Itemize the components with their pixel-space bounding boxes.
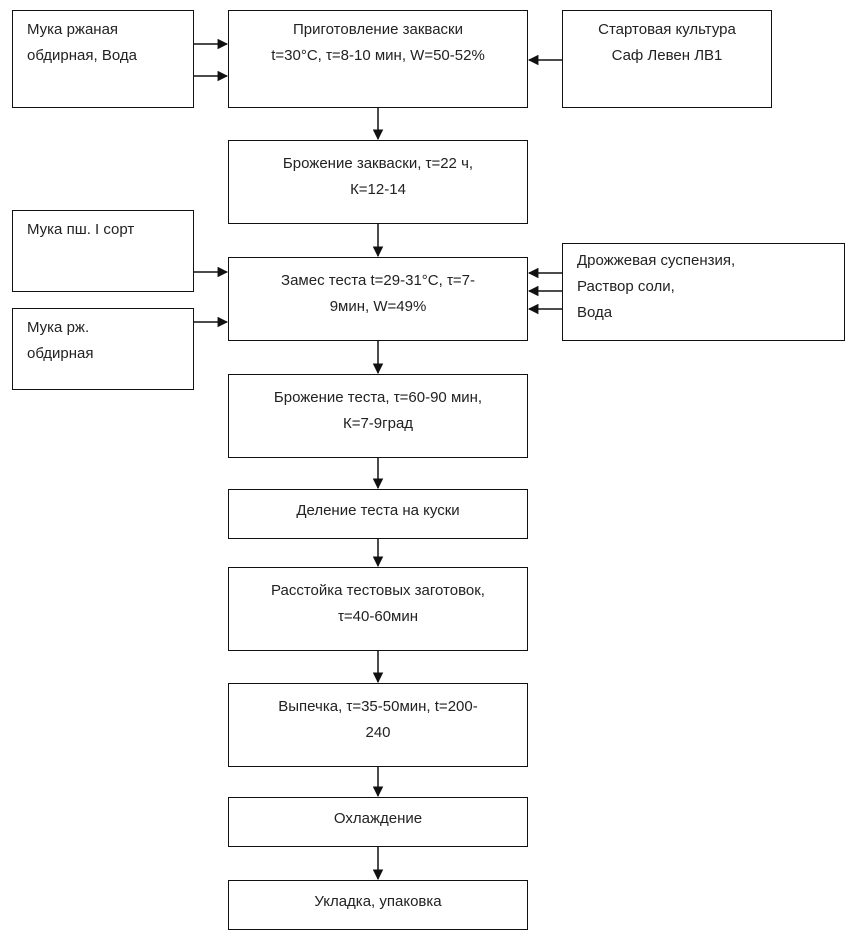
step-dividing-line-1: Деление теста на куски — [296, 502, 460, 519]
input-rye-flour-water-box: Мука ржаная обдирная, Вода — [12, 10, 194, 108]
input-yeast-salt-line-1: Дрожжевая суспензия, — [577, 252, 736, 269]
step-baking-line-2: 240 — [365, 724, 391, 741]
step-dough-ferment-line-1: Брожение теста, τ=60-90 мин, — [273, 389, 483, 406]
step-cooling-line-1: Охлаждение — [333, 810, 423, 827]
input-wheat-flour-line-1: Мука пш. I сорт — [27, 221, 135, 238]
input-starter-culture-box: Стартовая культура Саф Левен ЛВ1 — [562, 10, 772, 108]
step-starter-ferment-line-1: Брожение закваски, τ=22 ч, — [282, 155, 474, 172]
step-dividing-box: Деление теста на куски — [228, 489, 528, 539]
step-starter-prep-box: Приготовление закваски t=30°C, τ=8-10 ми… — [228, 10, 528, 108]
step-packing-line-1: Укладка, упаковка — [314, 893, 442, 910]
step-dough-ferment-line-2: К=7-9град — [342, 415, 414, 432]
step-starter-ferment-box: Брожение закваски, τ=22 ч, К=12-14 — [228, 140, 528, 224]
input-rye-flour-water-line-1: Мука ржаная — [27, 21, 119, 38]
step-cooling-box: Охлаждение — [228, 797, 528, 847]
step-baking-line-1: Выпечка, τ=35-50мин, t=200- — [278, 698, 478, 715]
input-yeast-salt-line-2: Раствор соли, — [577, 278, 675, 295]
step-proofing-box: Расстойка тестовых заготовок, τ=40-60мин — [228, 567, 528, 651]
input-starter-culture-line-1: Стартовая культура — [598, 21, 736, 38]
step-proofing-line-1: Расстойка тестовых заготовок, — [271, 582, 485, 599]
input-rye-flour-water-line-2: обдирная, Вода — [27, 47, 137, 64]
input-rye-flour-line-1: Мука рж. — [27, 319, 90, 336]
input-yeast-salt-box: Дрожжевая суспензия, Раствор соли, Вода — [562, 243, 845, 341]
step-starter-prep-line-2: t=30°C, τ=8-10 мин, W=50-52% — [271, 47, 485, 64]
step-starter-prep-line-1: Приготовление закваски — [293, 21, 463, 38]
step-starter-ferment-line-2: К=12-14 — [350, 181, 406, 198]
input-wheat-flour-box: Мука пш. I сорт — [12, 210, 194, 292]
step-dough-mixing-line-2: 9мин, W=49% — [329, 298, 427, 315]
step-dough-mixing-box: Замес теста t=29-31°C, τ=7- 9мин, W=49% — [228, 257, 528, 341]
input-rye-flour-box: Мука рж. обдирная — [12, 308, 194, 390]
step-dough-mixing-line-1: Замес теста t=29-31°C, τ=7- — [281, 272, 475, 289]
input-yeast-salt-line-3: Вода — [577, 304, 613, 321]
step-baking-box: Выпечка, τ=35-50мин, t=200- 240 — [228, 683, 528, 767]
step-packing-box: Укладка, упаковка — [228, 880, 528, 930]
step-dough-ferment-box: Брожение теста, τ=60-90 мин, К=7-9град — [228, 374, 528, 458]
input-rye-flour-line-2: обдирная — [27, 345, 94, 362]
input-starter-culture-line-2: Саф Левен ЛВ1 — [611, 47, 723, 64]
step-proofing-line-2: τ=40-60мин — [337, 608, 419, 625]
